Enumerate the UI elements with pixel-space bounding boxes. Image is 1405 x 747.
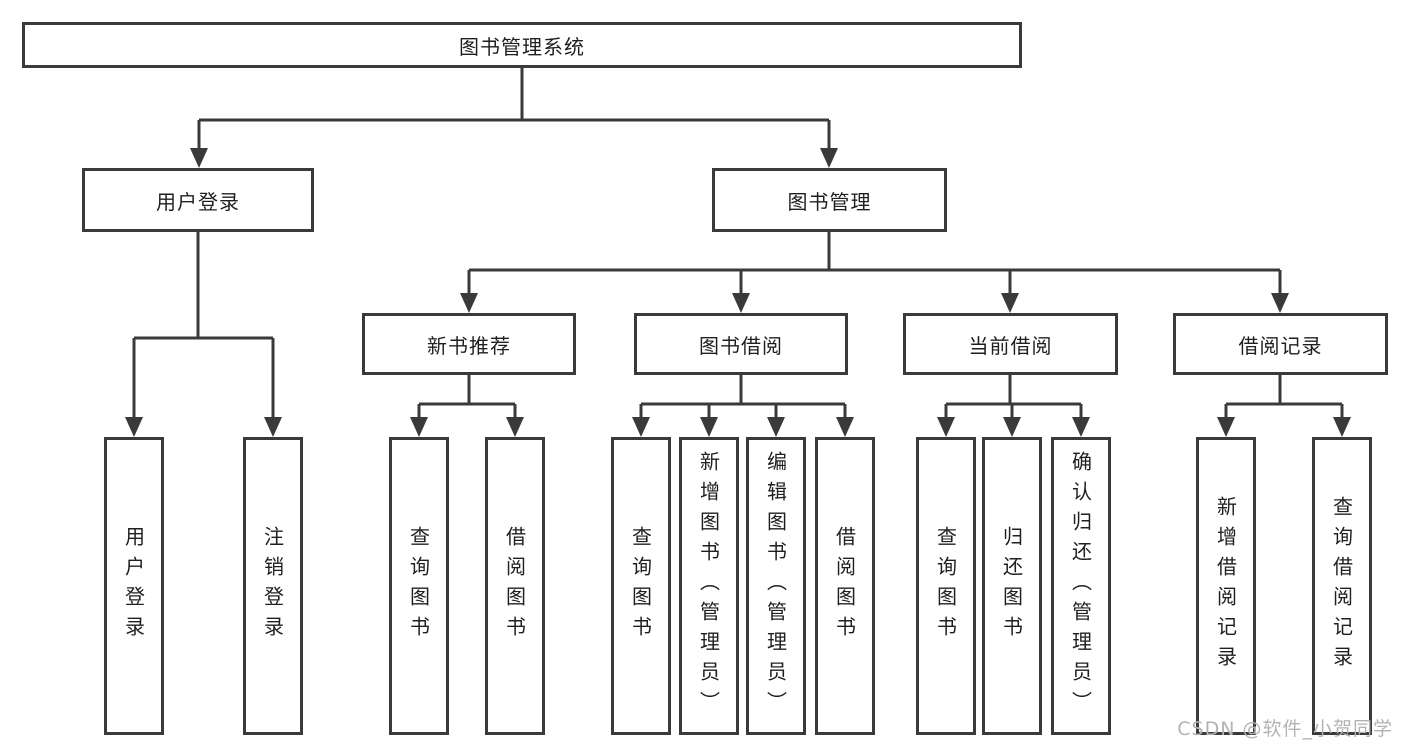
leaf-current-return-books-label: 归还图书 [999, 526, 1024, 646]
leaf-records-query-borrow-record-label: 查询借阅记录 [1329, 496, 1354, 676]
node-user-login: 用户登录 [82, 168, 314, 232]
leaf-borrowing-borrow-books-label: 借阅图书 [832, 526, 857, 646]
csdn-watermark: CSDN @软件_小贺同学 [1177, 718, 1393, 740]
leaf-current-query-books: 查询图书 [916, 437, 976, 735]
leaf-borrowing-add-books-admin-label: 新增图书（管理员） [696, 451, 721, 721]
leaf-logout-label: 注销登录 [260, 526, 285, 646]
leaf-borrowing-edit-books-admin-label: 编辑图书（管理员） [763, 451, 788, 721]
tree-edges [132, 68, 1344, 421]
leaf-recommend-borrow-books-label: 借阅图书 [502, 526, 527, 646]
node-root-system: 图书管理系统 [22, 22, 1022, 68]
leaf-user-login: 用户登录 [104, 437, 164, 735]
node-current-borrowing: 当前借阅 [903, 313, 1118, 375]
leaf-recommend-query-books-label: 查询图书 [406, 526, 431, 646]
leaf-current-confirm-return-admin-label: 确认归还（管理员） [1068, 451, 1093, 721]
node-book-management: 图书管理 [712, 168, 947, 232]
leaf-borrowing-query-books: 查询图书 [611, 437, 671, 735]
leaf-current-return-books: 归还图书 [982, 437, 1042, 735]
arrowhead-icons [125, 148, 1351, 437]
node-book-borrowing: 图书借阅 [634, 313, 848, 375]
node-new-book-recommend: 新书推荐 [362, 313, 576, 375]
leaf-borrowing-edit-books-admin: 编辑图书（管理员） [746, 437, 806, 735]
node-borrow-records: 借阅记录 [1173, 313, 1388, 375]
leaf-current-query-books-label: 查询图书 [933, 526, 958, 646]
leaf-borrowing-borrow-books: 借阅图书 [815, 437, 875, 735]
leaf-borrowing-add-books-admin: 新增图书（管理员） [679, 437, 739, 735]
leaf-recommend-query-books: 查询图书 [389, 437, 449, 735]
leaf-current-confirm-return-admin: 确认归还（管理员） [1051, 437, 1111, 735]
leaf-user-login-label: 用户登录 [121, 526, 146, 646]
leaf-records-query-borrow-record: 查询借阅记录 [1312, 437, 1372, 735]
leaf-records-add-borrow-record-label: 新增借阅记录 [1213, 496, 1238, 676]
leaf-recommend-borrow-books: 借阅图书 [485, 437, 545, 735]
leaf-records-add-borrow-record: 新增借阅记录 [1196, 437, 1256, 735]
leaf-borrowing-query-books-label: 查询图书 [628, 526, 653, 646]
leaf-logout: 注销登录 [243, 437, 303, 735]
